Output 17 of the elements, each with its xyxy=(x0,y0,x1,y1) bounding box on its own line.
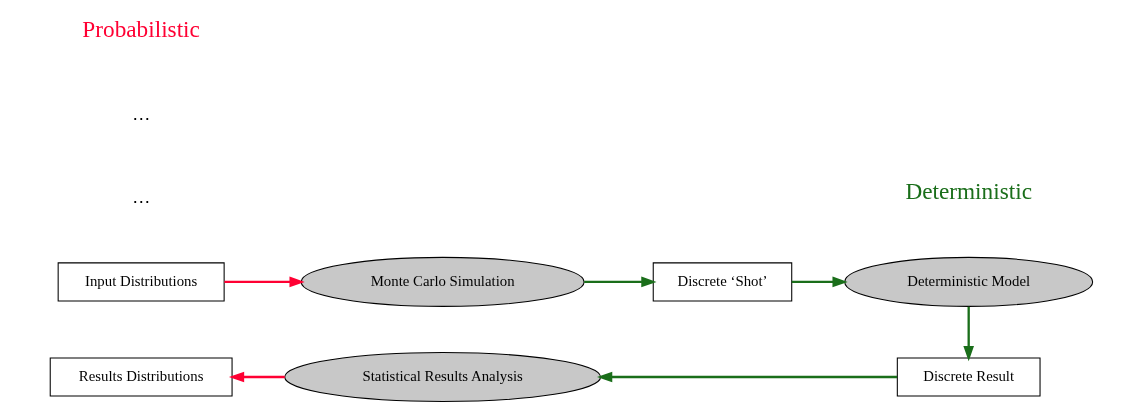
node-box: Input Distributions xyxy=(57,262,225,302)
arrow xyxy=(962,306,974,362)
node-box: Results Distributions xyxy=(49,357,233,397)
node-ellipse: Statistical Results Analysis xyxy=(283,352,601,403)
node-box: Discrete ‘Shot’ xyxy=(652,262,792,302)
arrow xyxy=(596,371,897,383)
label: … xyxy=(131,102,151,124)
arrow xyxy=(583,276,657,288)
label: … xyxy=(131,186,151,208)
node-ellipse: Monte Carlo Simulation xyxy=(300,256,585,307)
node-box: Discrete Result xyxy=(896,357,1041,397)
label: Probabilistic xyxy=(81,16,200,43)
label: Deterministic xyxy=(904,178,1032,204)
arrow xyxy=(228,371,285,383)
arrow xyxy=(791,276,848,288)
arrow xyxy=(223,276,305,288)
node-ellipse: Deterministic Model xyxy=(843,256,1093,307)
